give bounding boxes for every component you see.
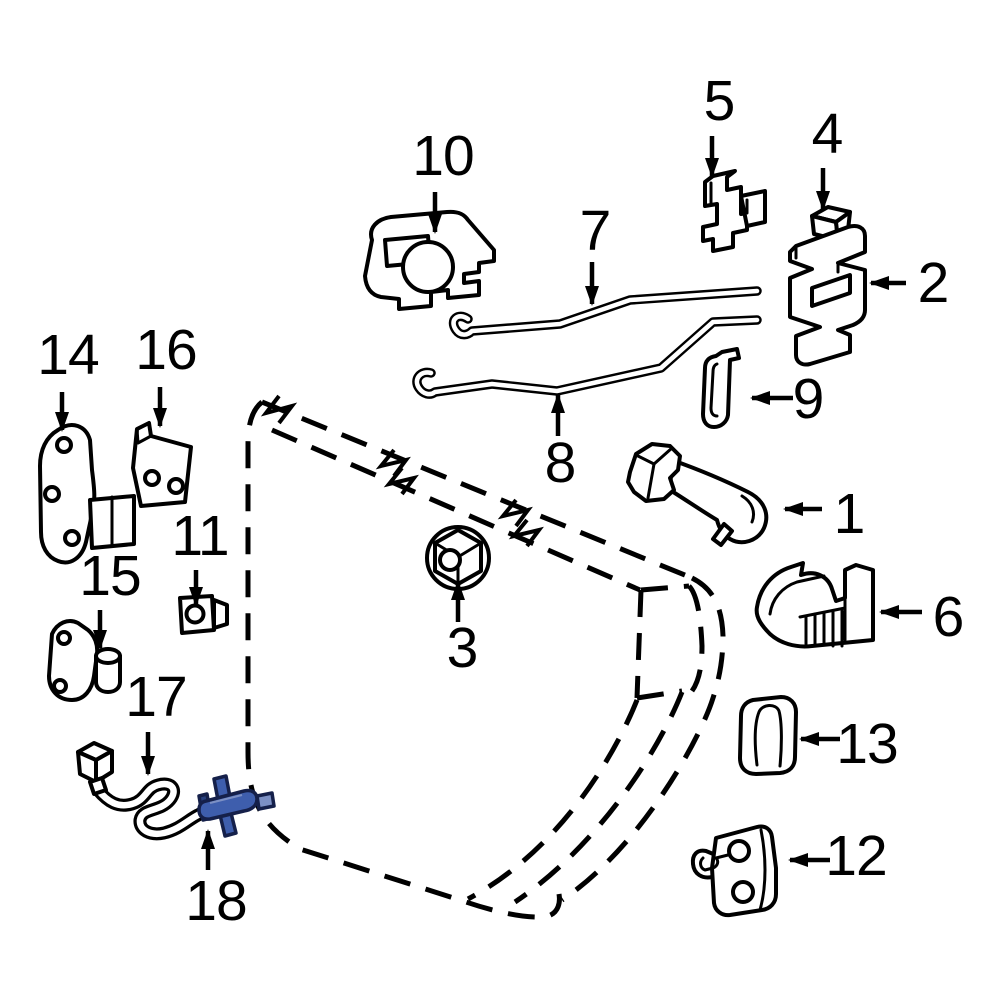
part-11-square-nut xyxy=(178,594,229,635)
part-6-bracket xyxy=(754,561,875,649)
callout-label-1: 1 xyxy=(833,482,866,546)
callout-label-14: 14 xyxy=(37,323,99,387)
callout-label-2: 2 xyxy=(917,251,950,315)
callout-label-18: 18 xyxy=(185,869,247,933)
part-8-lock-rod xyxy=(412,315,762,399)
part-1-door-handle xyxy=(626,442,769,547)
callout-label-5: 5 xyxy=(703,69,736,133)
callout-label-10: 10 xyxy=(412,124,474,188)
part-16-plate xyxy=(131,421,193,508)
break-mark xyxy=(383,466,419,496)
part-2-door-lock xyxy=(788,224,867,367)
callout-label-16: 16 xyxy=(135,318,197,382)
callout-label-12: 12 xyxy=(825,824,887,888)
part-5-clip xyxy=(701,169,767,253)
callout-label-8: 8 xyxy=(544,431,577,495)
callout-label-13: 13 xyxy=(836,712,898,776)
callout-label-11: 11 xyxy=(171,504,229,568)
part-17-wire-harness xyxy=(76,741,214,841)
callout-label-3: 3 xyxy=(446,616,479,680)
break-mark xyxy=(497,498,533,528)
part-3-hex-nut xyxy=(425,525,491,591)
callout-arrows xyxy=(55,136,922,870)
part-13-grommet xyxy=(738,695,798,776)
callout-label-7: 7 xyxy=(579,199,612,263)
break-mark xyxy=(260,394,298,425)
part-7-lock-rod xyxy=(448,286,762,340)
part-12-striker xyxy=(690,824,778,918)
door-panel-outline xyxy=(245,394,726,920)
callout-label-17: 17 xyxy=(125,665,187,729)
break-mark xyxy=(508,518,544,548)
callout-label-6: 6 xyxy=(932,585,965,649)
callout-label-15: 15 xyxy=(79,544,141,608)
part-15-bracket-bushing xyxy=(47,619,122,702)
part-14-bracket-plate xyxy=(38,423,136,565)
part-9-rod-clip xyxy=(701,347,741,429)
callout-label-4: 4 xyxy=(811,102,844,166)
callout-label-9: 9 xyxy=(792,367,825,431)
part-18-highlighted-actuator xyxy=(197,774,276,838)
part-10-latch xyxy=(363,209,496,311)
